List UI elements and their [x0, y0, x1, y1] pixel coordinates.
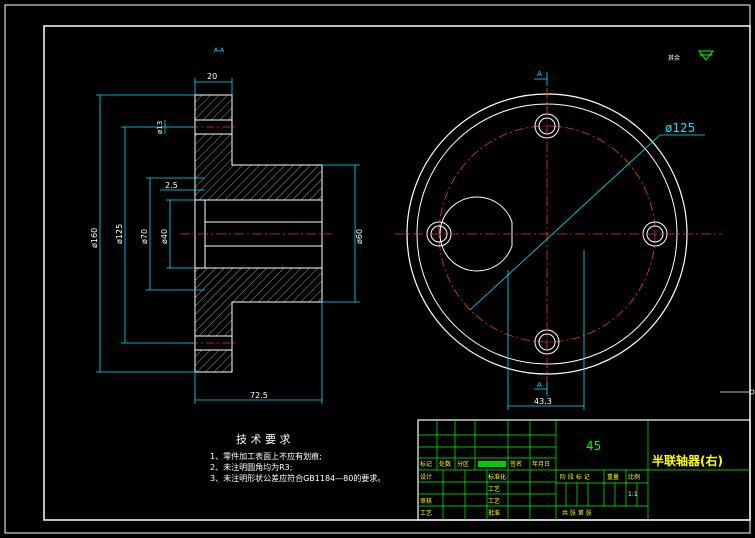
- part-name: 半联轴器(右): [652, 453, 723, 468]
- inner-frame: [43, 25, 751, 521]
- outer-frame: [4, 4, 751, 534]
- dim-length: 72.5: [250, 391, 268, 400]
- row-label-sign: 签名: [510, 460, 522, 468]
- label-process2: 工艺: [488, 497, 500, 505]
- label-process: 工艺: [420, 509, 432, 517]
- hatch-lower: [194, 267, 323, 373]
- front-view: A A ø125 43.3 其余: [395, 50, 755, 410]
- title-block: 45 半联轴器(右) 标记 处数 分区 签名 年月日 设计 标准化 工艺 审核 …: [417, 419, 751, 521]
- scale-value: 1:1: [628, 491, 638, 498]
- label-approve: 批准: [488, 509, 500, 517]
- label-sheets: 共 张 第 张: [562, 509, 592, 517]
- label-design: 设计: [420, 473, 432, 481]
- bore-circle: [439, 196, 513, 272]
- tech-title: 技 术 要 求: [236, 433, 291, 446]
- dim-front-d125: ø125: [665, 121, 695, 135]
- label-standard: 标准化: [488, 473, 506, 481]
- row-label-count: 处数: [439, 460, 451, 468]
- section-marker-top: A: [537, 70, 542, 78]
- row-label-zone: 分区: [457, 460, 469, 468]
- roughness-label: 其余: [668, 54, 680, 62]
- dim-d125: ø125: [115, 224, 124, 244]
- material: 45: [586, 439, 601, 453]
- dim-chamfer: 2.5: [165, 181, 178, 190]
- change-doc-fill: [478, 461, 506, 467]
- label-review: 审核: [420, 497, 432, 505]
- label-process-mid: 工艺: [488, 485, 500, 493]
- dim-d160: ø160: [90, 228, 99, 248]
- row-label-date: 年月日: [532, 460, 550, 468]
- row-label-mark: 标记: [420, 460, 432, 468]
- dim-d70: ø70: [140, 229, 149, 244]
- hatch-upper: [194, 94, 323, 201]
- dim-d40: ø40: [160, 229, 169, 244]
- dim-d60: ø60: [355, 229, 364, 244]
- section-label: A-A: [214, 47, 225, 54]
- tech-item-2: 2、未注明圆角均为R3;: [210, 462, 292, 472]
- section-marker-bottom: A: [537, 381, 542, 389]
- label-weight: 重量: [607, 473, 619, 481]
- section-view: A-A 20 ø160 ø125 ø70 ø40 ø13 2.5 ø60 72.…: [90, 47, 364, 404]
- dim-hole-dia: ø13: [156, 121, 164, 134]
- tech-item-3: 3、未注明形状公差应符合GB1184—80的要求。: [210, 473, 385, 483]
- dim-key-width: 43.3: [534, 397, 552, 406]
- label-stage: 阶 段 标 记: [560, 473, 590, 481]
- label-scale: 比例: [628, 473, 640, 481]
- dim-top-width: 20: [207, 72, 217, 81]
- tech-requirements: 技 术 要 求 1、零件加工表面上不应有划痕; 2、未注明圆角均为R3; 3、未…: [210, 433, 385, 483]
- tech-item-1: 1、零件加工表面上不应有划痕;: [210, 451, 322, 461]
